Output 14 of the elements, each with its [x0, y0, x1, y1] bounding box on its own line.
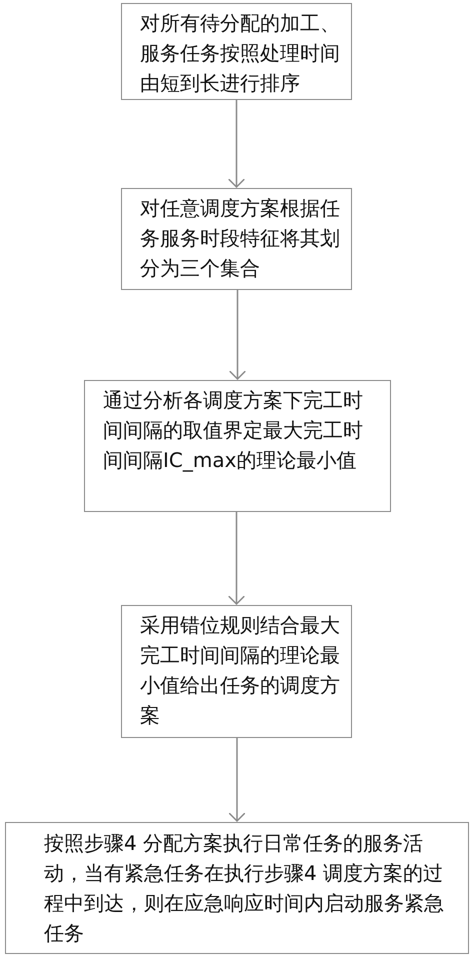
arrow: [228, 738, 246, 822]
step-text: 通过分析各调度方案下完工时间间隔的取值界定最大完工时间间隔IC_max的理论最小值: [103, 387, 364, 474]
step-text: 对所有待分配的加工、服务任务按照处理时间由短到长进行排序: [140, 10, 341, 97]
step-text: 采用错位规则结合最大完工时间间隔的理论最小值给出任务的调度方案: [140, 612, 341, 729]
arrow: [228, 512, 246, 605]
step-text: 按照步骤4 分配方案执行日常任务的服务活动，当有紧急任务在执行步骤4 调度方案的过程中到达，则在应急响应时间内启动服务紧急任务: [44, 830, 445, 947]
arrow: [228, 100, 246, 188]
process-box: [121, 188, 352, 290]
process-box: [84, 380, 391, 512]
process-box: [5, 822, 469, 954]
step-text: 对任意调度方案根据任务服务时段特征将其划分为三个集合: [140, 195, 341, 282]
process-box: [121, 3, 352, 100]
process-box: [121, 605, 352, 738]
arrow: [228, 290, 246, 380]
